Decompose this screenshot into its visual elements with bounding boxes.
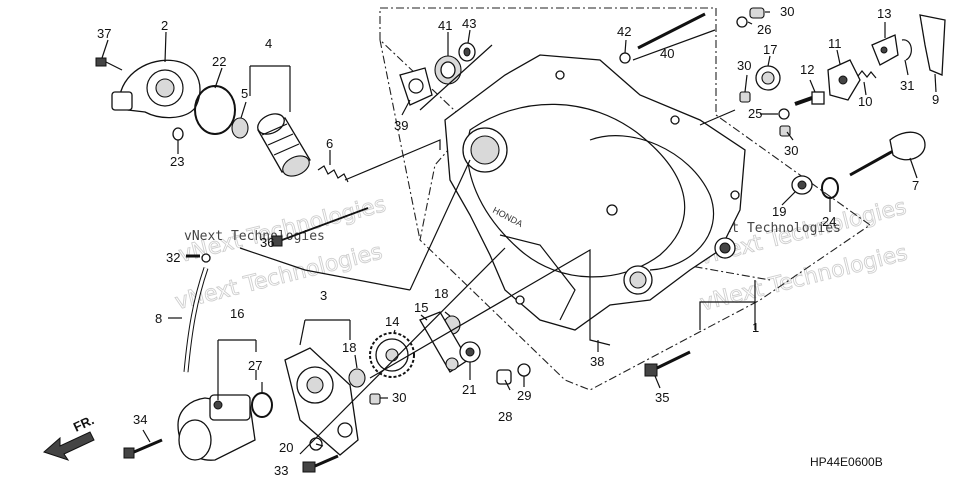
part-27-o-ring: [251, 392, 273, 418]
part-3-housing: [284, 347, 359, 456]
part-35-bolt: [644, 350, 691, 377]
front-label: FR.: [71, 412, 96, 434]
leader-lines: [101, 11, 937, 455]
part-25-washer: [778, 108, 790, 120]
part-17-bearing: [755, 65, 781, 91]
callout-2: 2: [161, 18, 168, 33]
part-14-gear: [369, 332, 415, 378]
part-40-pin: [637, 12, 706, 50]
callout-36: 36: [260, 235, 274, 250]
callout-20: 20: [279, 440, 293, 455]
callout-13: 13: [877, 6, 891, 21]
callout-8: 8: [155, 311, 162, 326]
part-13-plate: [871, 34, 899, 66]
callout-39: 39: [394, 118, 408, 133]
callout-24: 24: [822, 214, 836, 229]
part-37-bolt: [95, 57, 123, 71]
callout-1: 1: [752, 320, 759, 335]
part-30-dowel-top: [749, 7, 765, 19]
callout-33: 33: [274, 463, 288, 478]
part-26-washer: [736, 16, 748, 28]
part-12-bolt: [794, 91, 825, 106]
callout-4: 4: [265, 36, 272, 51]
part-24-o-ring: [821, 177, 839, 199]
cover-assembly-boundary: [379, 7, 871, 391]
callout-29: 29: [517, 388, 531, 403]
callout-27: 27: [248, 358, 262, 373]
callout-12: 12: [800, 62, 814, 77]
part-39-clip: [399, 67, 433, 106]
callout-3: 3: [320, 288, 327, 303]
part-34-bolt: [123, 438, 163, 459]
part-15-idle-gear: [419, 311, 469, 373]
callout-11: 11: [828, 36, 842, 51]
part-21-bearing: [459, 341, 481, 363]
callout-30-c: 30: [784, 143, 798, 158]
part-41-gear: [434, 55, 462, 85]
callout-23: 23: [170, 154, 184, 169]
callout-5: 5: [241, 86, 248, 101]
part-19-bearing: [791, 175, 813, 195]
callout-18-b: 18: [434, 286, 448, 301]
part-11-housing: [827, 59, 861, 101]
callout-41: 41: [438, 18, 452, 33]
callout-22: 22: [212, 54, 226, 69]
callout-38: 38: [590, 354, 604, 369]
part-29-washer: [517, 363, 531, 377]
crankcase-cover: HONDA: [444, 54, 746, 331]
callout-30-a: 30: [780, 4, 794, 19]
callout-14: 14: [385, 314, 399, 329]
callout-15: 15: [414, 300, 428, 315]
callout-35: 35: [655, 390, 669, 405]
callout-31: 31: [900, 78, 914, 93]
callout-9: 9: [932, 92, 939, 107]
callout-40: 40: [660, 46, 674, 61]
part-9-bracket: [919, 14, 946, 76]
callout-25: 25: [748, 106, 762, 121]
callout-30-d: 30: [392, 390, 406, 405]
front-direction-arrow: FR.: [43, 412, 96, 461]
callout-21: 21: [462, 382, 476, 397]
callout-labels: 37 2 22 4 5 23 6 41 43 39 42 40 30 26 17…: [97, 4, 939, 478]
callout-37: 37: [97, 26, 111, 41]
callout-30-b: 30: [737, 58, 751, 73]
part-33-bolt: [302, 454, 339, 473]
callout-10: 10: [858, 94, 872, 109]
diagram-code: HP44E0600B: [810, 455, 883, 469]
callout-26: 26: [757, 22, 771, 37]
callout-6: 6: [326, 136, 333, 151]
part-16-starter-motor: [177, 394, 256, 461]
watermark-text-left: vNext Technologies: [184, 229, 325, 244]
watermark-text-right: vNext Technologies: [700, 221, 841, 236]
part-43-seal: [458, 42, 476, 62]
part-2-oil-filter-cover: [111, 59, 201, 119]
part-7-cap: [849, 131, 926, 177]
part-30-dowel-4: [369, 393, 381, 405]
callout-17: 17: [763, 42, 777, 57]
part-36-bolt: [271, 207, 369, 247]
part-30-dowel-2: [739, 91, 751, 103]
callout-32: 32: [166, 250, 180, 265]
callout-34: 34: [133, 412, 147, 427]
callout-43: 43: [462, 16, 476, 31]
callout-28: 28: [498, 409, 512, 424]
part-6-spring: [317, 165, 349, 183]
part-18-washer-1: [348, 368, 366, 388]
part-42-washer: [619, 52, 631, 64]
part-23-o-ring: [172, 127, 184, 141]
part-31-clip: [901, 39, 912, 61]
part-22-o-ring: [194, 85, 236, 135]
part-28-nut: [496, 369, 512, 385]
part-5-ring: [231, 117, 249, 139]
callout-42: 42: [617, 24, 631, 39]
callout-16: 16: [230, 306, 244, 321]
callout-19: 19: [772, 204, 786, 219]
boundary-line-3: [379, 39, 421, 241]
callout-18-a: 18: [342, 340, 356, 355]
part-4-oil-filter: [257, 113, 311, 177]
callout-7: 7: [912, 178, 919, 193]
part-10-spring: [857, 70, 877, 79]
